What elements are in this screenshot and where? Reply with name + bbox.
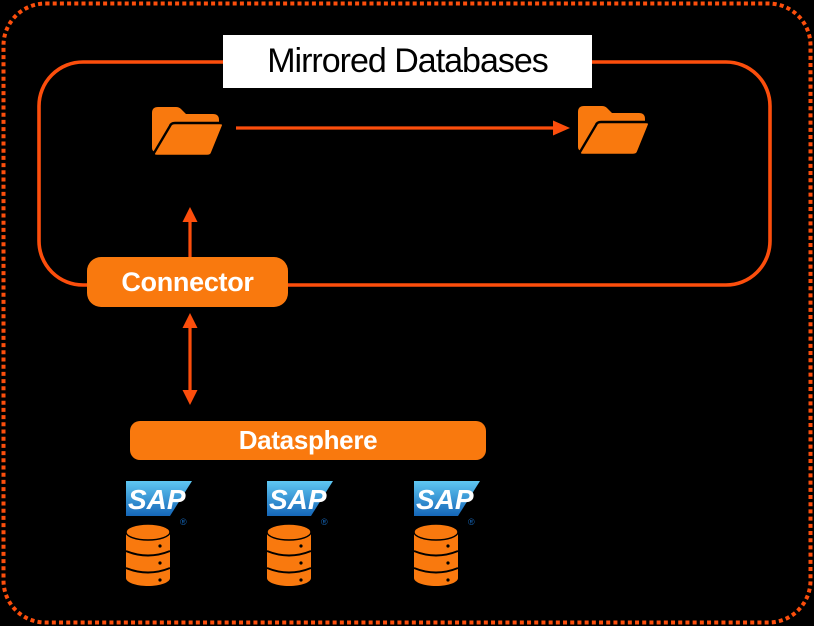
mirrored-folder-icon [578, 106, 651, 157]
mirror-loop-border [37, 60, 772, 287]
sap-logo-icon: SAP ® [414, 481, 480, 527]
svg-text:®: ® [321, 517, 328, 527]
sap-system-2: SAP ® [264, 479, 340, 591]
svg-text:SAP: SAP [269, 484, 327, 515]
database-icon [413, 523, 459, 586]
mirror-arrow-icon [236, 120, 570, 136]
database-icon [125, 523, 171, 586]
source-folder-icon [152, 107, 225, 158]
datasphere-node: Datasphere [130, 421, 486, 460]
sap-logo-icon: SAP ® [267, 481, 333, 527]
datasphere-label: Datasphere [238, 425, 378, 455]
svg-text:®: ® [468, 517, 475, 527]
svg-text:SAP: SAP [128, 484, 186, 515]
svg-text:SAP: SAP [416, 484, 474, 515]
sap-system-1: SAP ® [123, 479, 199, 591]
diagram-title-text: Mirrored Databases [267, 42, 549, 80]
svg-text:®: ® [180, 517, 187, 527]
connector-node: Connector [87, 257, 288, 307]
sap-logo-icon: SAP ® [126, 481, 192, 527]
connector-to-datasphere-arrow-icon [182, 313, 198, 405]
database-icon [266, 523, 312, 586]
connector-to-folder-arrow-icon [182, 207, 198, 257]
sap-system-3: SAP ® [411, 479, 487, 591]
connector-label: Connector [121, 266, 254, 297]
diagram-title: Mirrored Databases [223, 35, 592, 88]
